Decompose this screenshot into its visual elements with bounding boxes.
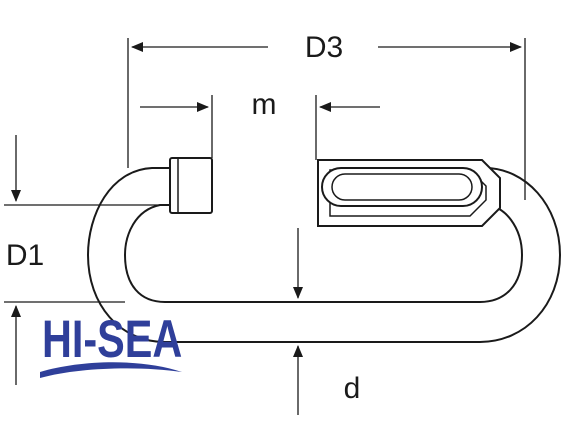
d1-dimension (4, 135, 170, 385)
m-label: m (252, 88, 277, 121)
link-inner-outline (123, 204, 524, 303)
d3-label: D3 (305, 31, 343, 64)
gate-nut (317, 159, 501, 227)
d3-dimension (127, 38, 526, 200)
logo-text: HI-SEA (42, 310, 182, 369)
d-label: d (344, 372, 361, 405)
chain-link (86, 167, 562, 343)
m-dimension (140, 95, 380, 160)
link-outer-outline (86, 167, 562, 343)
hi-sea-logo: HI-SEA (40, 310, 182, 378)
gate-tube (169, 157, 213, 214)
logo-swoosh-icon (40, 362, 182, 378)
d1-label: D1 (6, 239, 44, 272)
